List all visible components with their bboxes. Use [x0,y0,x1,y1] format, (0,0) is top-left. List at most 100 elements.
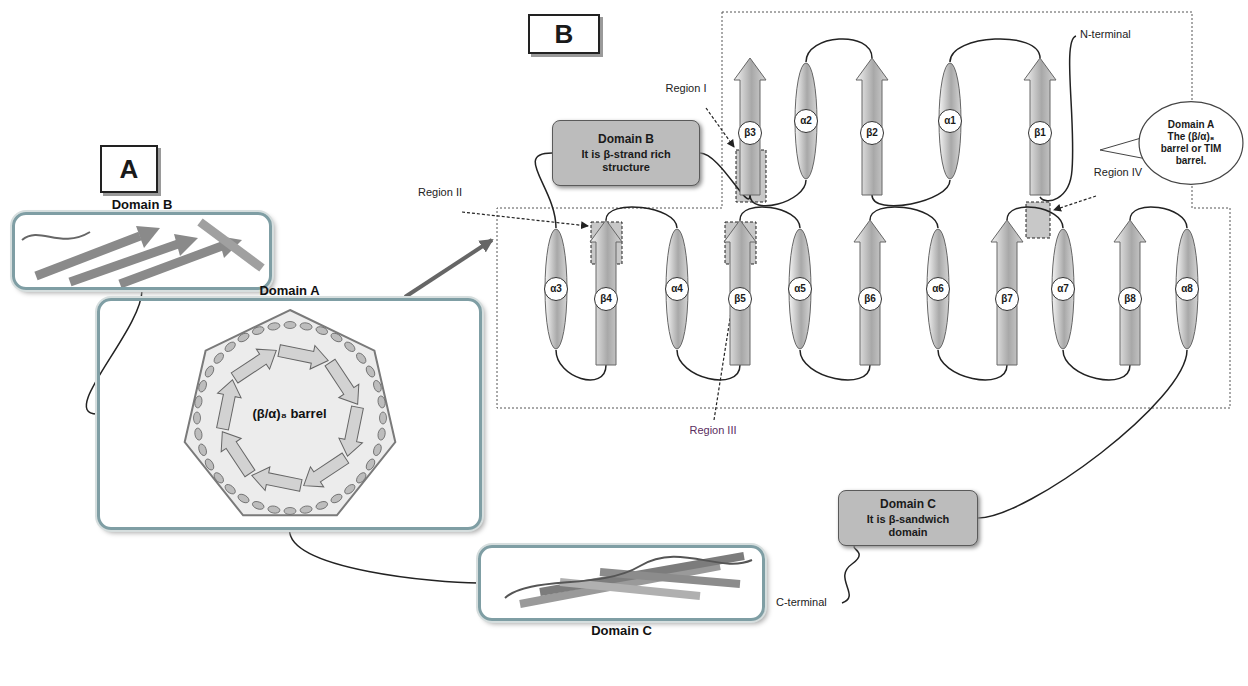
domain-c-sandwich [505,556,752,604]
beta-strand: β5 [724,220,756,365]
label-circle: α3 [544,277,568,301]
strand-path [724,220,756,365]
label-circle: α2 [794,109,818,133]
heading-wrap: Domain C [441,623,802,638]
helix-ellipse [795,63,817,179]
helix-dot [203,365,215,379]
alpha-helix: α7 [1051,228,1075,350]
domain-image: Domain A(β/α)₈ barrel [97,298,482,530]
label-circle: β3 [738,121,762,145]
bubble-body: The (β/α)₈ barrel or TIM barrel. [1153,131,1229,167]
helix-dot [300,505,313,514]
helix-dot [364,365,376,379]
element-label: α8 [1181,284,1193,294]
zoom-arrow [405,240,492,297]
barrel-strand [212,425,260,480]
loop-connector [290,530,479,583]
tim-barrel [185,310,396,515]
strand-path [991,220,1023,365]
domain-image: Domain B [12,212,272,290]
helix-dot [300,322,313,331]
helix-dot [315,500,329,511]
helix-dot [343,340,357,353]
element-label: α6 [932,284,944,294]
helix-dot [197,443,208,457]
callout-body: It is β-sandwich domain [846,513,970,539]
loop-connector [870,207,938,228]
panel-letter-text: B [555,19,574,50]
label-wrap: C-terminal [776,596,827,609]
helix-dot [330,492,344,504]
helix-dot [343,483,357,496]
barrel-strand [249,464,303,497]
label-circle: β4 [594,287,618,311]
helix-dot [203,458,215,472]
alpha-helix: α8 [1175,228,1199,350]
panel-letter: B [528,14,600,54]
label-circle: α8 [1175,277,1199,301]
label-wrap: Region I [664,82,708,95]
domain-image: Domain C [478,545,765,621]
alpha-helix: α6 [926,228,950,350]
beta-strand: β6 [854,220,886,365]
helix-dot [284,322,296,329]
callout-title: Domain B [598,132,654,146]
label-circle: α7 [1051,277,1075,301]
label-circle: β1 [1028,121,1052,145]
label-circle: β8 [1118,287,1142,311]
label-circle: β2 [860,121,884,145]
helix-dot [315,325,329,336]
label-wrap: Region IV [1092,166,1144,179]
callout-box: Domain C It is β-sandwich domain [838,490,978,546]
helix-ellipse [1052,229,1074,349]
helix-dot [372,379,383,393]
callout-title: Domain C [880,497,936,511]
helix-dot [372,443,383,457]
loop-connector [1130,207,1187,228]
callout-body: It is β-strand rich structure [560,148,692,174]
barrel-strand [297,448,352,496]
helix-dot [380,412,387,424]
helix-dot [237,331,251,343]
domain-heading: Domain A [60,283,519,298]
label-circle: α4 [665,277,689,301]
barrel-strand [320,356,368,411]
helix-dot [330,331,344,343]
speech-bubble: Domain AThe (β/α)₈ barrel or TIM barrel. [1138,100,1244,186]
bubble-ellipse [1139,102,1243,185]
helix-ellipse [939,63,961,179]
element-label: β4 [600,294,612,304]
domain-heading: Domain B [0,197,309,212]
helix-ellipse [545,229,567,349]
domain-heading: Domain C [441,623,802,638]
center-wrap: (β/α)₈ barrel [100,301,479,527]
helix-dot [194,428,203,441]
label-wrap: Region II [416,186,464,199]
strand-path [734,58,766,195]
helix-dot [251,500,265,511]
loop-connector [978,350,1187,518]
strand-path [590,220,622,365]
helix-dot [284,508,296,515]
callout-box: Domain B It is β-strand rich structure [552,120,700,186]
beta-strand: β1 [1024,58,1056,195]
element-label: β2 [866,128,878,138]
beta-strand: β2 [856,58,888,195]
helix-dot [267,322,280,331]
helix-ellipse [789,229,811,349]
helix-ellipse [927,229,949,349]
barrel-strand [211,377,244,431]
helix-dot [237,492,251,504]
loop-connector [872,180,950,206]
helix-dot [355,351,368,365]
helix-dot [197,379,208,393]
beta-strand: β8 [1114,220,1146,365]
loop-connector [606,207,677,228]
alpha-helix: α4 [665,228,689,350]
barrel-outline [185,310,396,515]
element-label: α4 [671,284,683,294]
loop-connector [86,290,142,414]
alpha-helix: α1 [938,62,962,180]
element-label: β5 [734,294,746,304]
